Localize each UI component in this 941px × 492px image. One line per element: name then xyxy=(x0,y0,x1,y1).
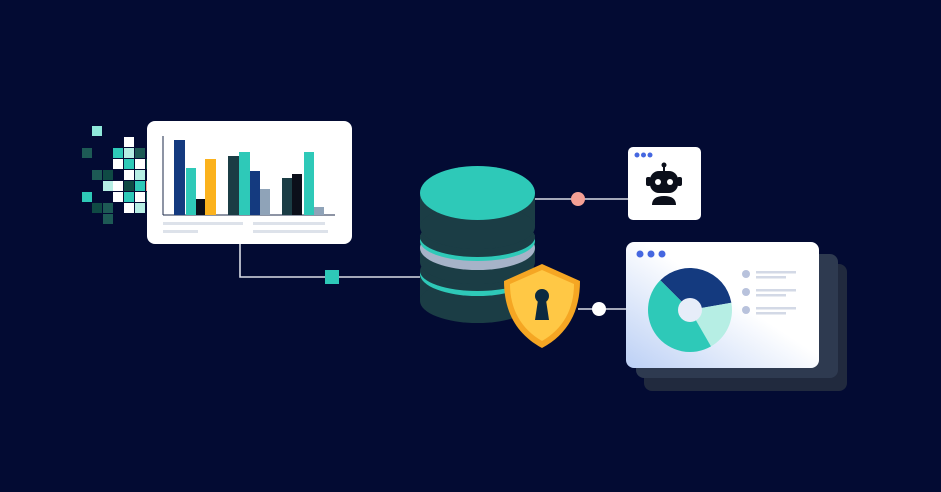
shield-lock-icon xyxy=(504,264,580,348)
donut-chart xyxy=(648,268,732,352)
chart-bar xyxy=(205,159,216,215)
pixel-mosaic-icon xyxy=(82,126,156,224)
pixel-square xyxy=(135,159,145,169)
donut-hole xyxy=(678,298,702,322)
chart-caption-line xyxy=(253,230,328,233)
chart-bar xyxy=(260,189,270,215)
legend-line xyxy=(756,312,786,315)
pixel-square xyxy=(135,203,145,213)
chart-bar xyxy=(186,168,196,215)
pixel-square xyxy=(135,148,145,158)
pixel-square xyxy=(103,181,113,191)
pixel-square xyxy=(124,192,134,202)
pixel-square xyxy=(124,159,134,169)
chart-bar xyxy=(250,171,260,215)
chart-bars xyxy=(174,140,324,215)
pixel-square xyxy=(135,170,145,180)
window-dot xyxy=(634,152,640,158)
legend-dot xyxy=(742,306,750,314)
keyhole-icon xyxy=(535,289,549,303)
pixel-square xyxy=(113,192,123,202)
pixel-square xyxy=(124,137,134,147)
pixel-square xyxy=(92,203,102,213)
chart-bar xyxy=(174,140,185,215)
chart-to-database-line xyxy=(239,244,420,278)
window-dot xyxy=(641,152,646,158)
dashboard-connector-dot xyxy=(592,302,606,316)
legend-line xyxy=(756,271,796,274)
pixel-square xyxy=(92,170,102,180)
chart-bar xyxy=(228,156,239,215)
legend-line xyxy=(756,276,786,279)
window-dot xyxy=(658,250,666,258)
pixel-square xyxy=(113,159,123,169)
pixel-square xyxy=(103,170,113,180)
chart-caption-line xyxy=(163,222,243,225)
chart-bar xyxy=(239,152,250,215)
pixel-square xyxy=(135,192,145,202)
pixel-square xyxy=(124,170,134,180)
pixel-square xyxy=(124,148,134,158)
pixel-square xyxy=(124,203,134,213)
bar-chart-card xyxy=(147,121,352,244)
legend-line xyxy=(756,294,786,297)
robot-connector-dot xyxy=(571,192,585,206)
chart-bar xyxy=(292,174,302,215)
legend-dot xyxy=(742,288,750,296)
pixel-square xyxy=(113,148,123,158)
chart-bar xyxy=(282,178,292,215)
pixel-square xyxy=(103,203,113,213)
robot-icon xyxy=(646,162,682,205)
legend-dot xyxy=(742,270,750,278)
legend-line xyxy=(756,289,796,292)
pixel-square xyxy=(124,181,134,191)
window-dot xyxy=(647,152,653,158)
chart-connector-square xyxy=(325,270,339,284)
pixel-square xyxy=(135,181,145,191)
pixel-square xyxy=(82,148,92,158)
pixel-square xyxy=(92,126,102,136)
legend-line xyxy=(756,307,796,310)
chart-bar xyxy=(314,207,324,215)
window-dot xyxy=(636,250,644,258)
chart-bar xyxy=(304,152,314,215)
pixel-square xyxy=(113,181,123,191)
chart-caption-line xyxy=(163,230,198,233)
chart-bar xyxy=(196,199,205,215)
window-dot xyxy=(647,250,655,258)
donut-slice xyxy=(660,268,732,310)
pixel-square xyxy=(103,214,113,224)
dashboard-window-stack xyxy=(626,242,847,391)
donut-slice xyxy=(648,280,711,352)
robot-card xyxy=(628,147,701,220)
pixel-square xyxy=(82,192,92,202)
chart-caption-line xyxy=(253,222,325,225)
